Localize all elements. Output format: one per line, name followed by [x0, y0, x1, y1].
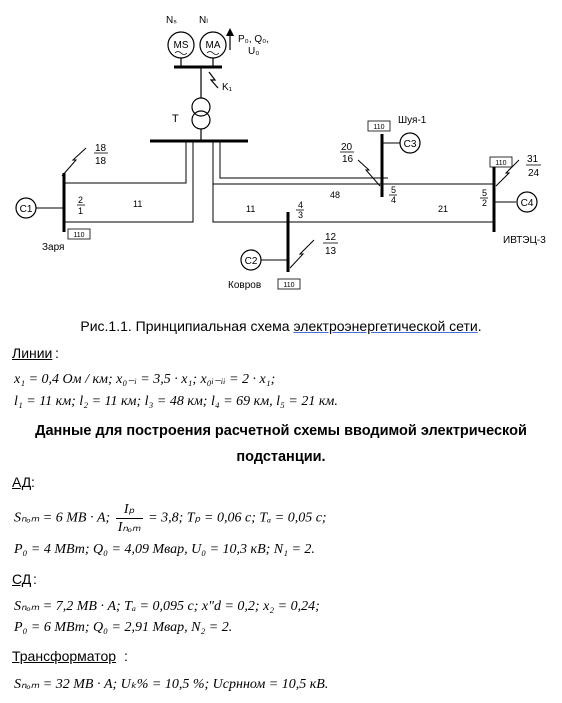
sd-section-header: СД: [12, 571, 32, 587]
network-diagram: MS MA Nₛ Nₗ P₀, Q₀, U₀ K₁ T 18 18 C1 2 1…: [15, 15, 546, 291]
zarya-label: Заря: [42, 242, 64, 253]
svg-text:20: 20: [341, 142, 353, 153]
shuya-label: Шуя-1: [398, 115, 427, 126]
c2-generator-symbol: [240, 249, 262, 271]
kovrov-fault-icon: [289, 239, 315, 269]
svg-text:110: 110: [373, 124, 384, 131]
svg-text:3: 3: [298, 210, 303, 220]
substation-data-title-line2: подстанции.: [236, 449, 326, 465]
ad-current-ratio: Iₚ Iₙₒₘ: [115, 502, 143, 535]
lines-formula-2: l₁ = 11 км; l₂ = 11 км; l₃ = 48 км; l₄ =…: [14, 394, 338, 409]
svg-text:5: 5: [391, 185, 396, 195]
svg-text:110: 110: [495, 160, 506, 167]
sd-formula-1: Sₙₒₘ = 7,2 МВ · А; Tₐ = 0,095 с; x"d = 0…: [14, 599, 320, 614]
svg-text:C3: C3: [404, 139, 417, 150]
ms-label: MS: [174, 40, 189, 51]
p0-q0-label: P₀, Q₀,: [238, 34, 269, 45]
lines-formula-1: x₁ = 0,4 Ом / км; x₀₋ᵢ = 3,5 · x₁; x₀ᵢ₋ᵢ…: [14, 372, 276, 387]
ad-section-header: АД: [12, 474, 32, 490]
c4-generator-symbol: [516, 191, 538, 213]
svg-text:16: 16: [342, 154, 354, 165]
transformer-symbol: [191, 97, 211, 117]
svg-text:48: 48: [330, 190, 340, 200]
svg-text:C4: C4: [521, 198, 534, 209]
zarya-voltage-box: [67, 228, 91, 240]
ma-label: MA: [206, 40, 221, 51]
kovrov-voltage-box: [277, 278, 301, 290]
transformer-formula: Sₙₒₘ = 32 МВ · А; Uₖ% = 10,5 %; Uсрнном …: [14, 677, 329, 692]
svg-text:110: 110: [73, 232, 84, 239]
svg-text:4: 4: [391, 195, 396, 205]
ivtec-fault-icon: [495, 159, 520, 187]
svg-text:5: 5: [482, 188, 487, 198]
svg-text:31: 31: [527, 154, 539, 165]
shuya-voltage-box: [367, 120, 391, 132]
lines-section-header: Линии: [12, 345, 53, 361]
transformer-label: T: [172, 113, 179, 125]
svg-text:24: 24: [528, 168, 540, 179]
svg-text:4: 4: [298, 200, 303, 210]
ivtec-voltage-box: [489, 156, 513, 168]
substation-data-title-line1: Данные для построения расчетной схемы вв…: [35, 423, 527, 439]
svg-text:13: 13: [325, 246, 337, 257]
svg-text:2: 2: [482, 198, 487, 208]
svg-text:1: 1: [78, 206, 83, 216]
k1-fault-icon: [208, 71, 219, 89]
ad-formula-2: P₀ = 4 МВт; Q₀ = 4,09 Мвар, U₀ = 10,3 кВ…: [14, 542, 315, 557]
sd-formula-2: P₀ = 6 МВт; Q₀ = 2,91 Мвар, N₂ = 2.: [14, 620, 233, 635]
svg-text:18: 18: [95, 156, 107, 167]
svg-text:2: 2: [78, 195, 83, 205]
svg-text:11: 11: [246, 204, 255, 214]
svg-text:C2: C2: [245, 256, 258, 267]
transformer-section-header: Трансформатор: [12, 648, 117, 664]
nd-label: Nₗ: [199, 15, 208, 26]
figure-caption: Рис.1.1. Принципиальная схема электроэне…: [80, 318, 482, 334]
c3-generator-symbol: [399, 132, 421, 154]
ad-formula-1: Sₙₒₘ = 6 МВ · А; Iₚ Iₙₒₘ = 3,8; Tₚ = 0,0…: [14, 502, 327, 535]
zarya-fault-icon: [61, 147, 87, 177]
svg-text:21: 21: [438, 204, 448, 214]
svg-text:110: 110: [283, 282, 294, 289]
svg-text:12: 12: [325, 232, 337, 243]
svg-text:11: 11: [133, 199, 142, 209]
load-arrow-icon: [226, 28, 234, 36]
svg-text:18: 18: [95, 143, 107, 154]
caption-link[interactable]: электроэнергетической сети: [293, 318, 478, 334]
u0-label: U₀: [248, 46, 259, 57]
ivtec-label: ИВТЭЦ-3: [503, 235, 546, 246]
ns-label: Nₛ: [166, 15, 177, 26]
k1-label: K₁: [222, 82, 233, 93]
kovrov-label: Ковров: [228, 280, 261, 291]
svg-text:C1: C1: [20, 204, 33, 215]
shuya-fault-icon: [357, 159, 381, 187]
